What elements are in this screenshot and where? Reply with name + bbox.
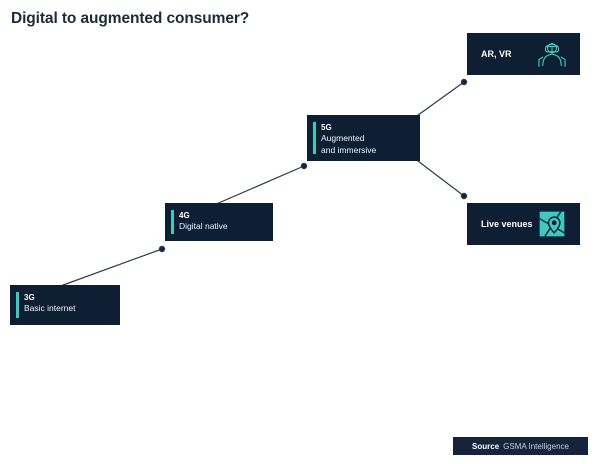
connector-5g-to-ar-vr-arrowhead: [460, 78, 468, 86]
connector-4g-to-5g: [213, 165, 305, 206]
source-badge: Source GSMA Intelligence: [453, 437, 588, 455]
stage-generation-label: 4G: [179, 211, 190, 220]
connector-5g-to-ar-vr: [413, 81, 465, 119]
connector-5g-to-live-venues-arrowhead: [460, 192, 468, 200]
vr-headset-person-icon: [538, 43, 566, 67]
outcome-node-live-venues[interactable]: Live venues: [467, 203, 580, 245]
connector-5g-to-live-venues: [413, 157, 465, 197]
stage-generation-label: 3G: [24, 293, 35, 302]
stage-description-line-2: and immersive: [321, 144, 377, 155]
page-title: Digital to augmented consumer?: [11, 10, 250, 27]
stage-node-3g[interactable]: 3G Basic internet: [10, 285, 120, 325]
outcome-label: AR, VR: [481, 49, 512, 59]
stage-description-label: Digital native: [179, 221, 228, 231]
outcome-label: Live venues: [481, 219, 533, 229]
stage-node-5g[interactable]: 5G Augmented and immersive: [307, 115, 420, 161]
stage-description-label: Basic internet: [24, 303, 76, 313]
connector-4g-to-5g-arrowhead: [300, 162, 308, 170]
source-name: GSMA Intelligence: [503, 441, 569, 451]
stage-description-line-1: Augmented: [321, 133, 365, 143]
stage-node-4g[interactable]: 4G Digital native: [165, 203, 273, 241]
source-word: Source: [472, 441, 500, 451]
accent-bar: [16, 292, 19, 318]
connector-3g-to-4g-arrowhead: [158, 245, 166, 253]
accent-bar: [171, 210, 174, 234]
map-pin-icon: [539, 211, 565, 237]
stage-generation-label: 5G: [321, 123, 332, 132]
connector-3g-to-4g: [54, 248, 163, 289]
accent-bar: [313, 122, 316, 154]
outcome-node-ar-vr[interactable]: AR, VR: [467, 33, 580, 75]
